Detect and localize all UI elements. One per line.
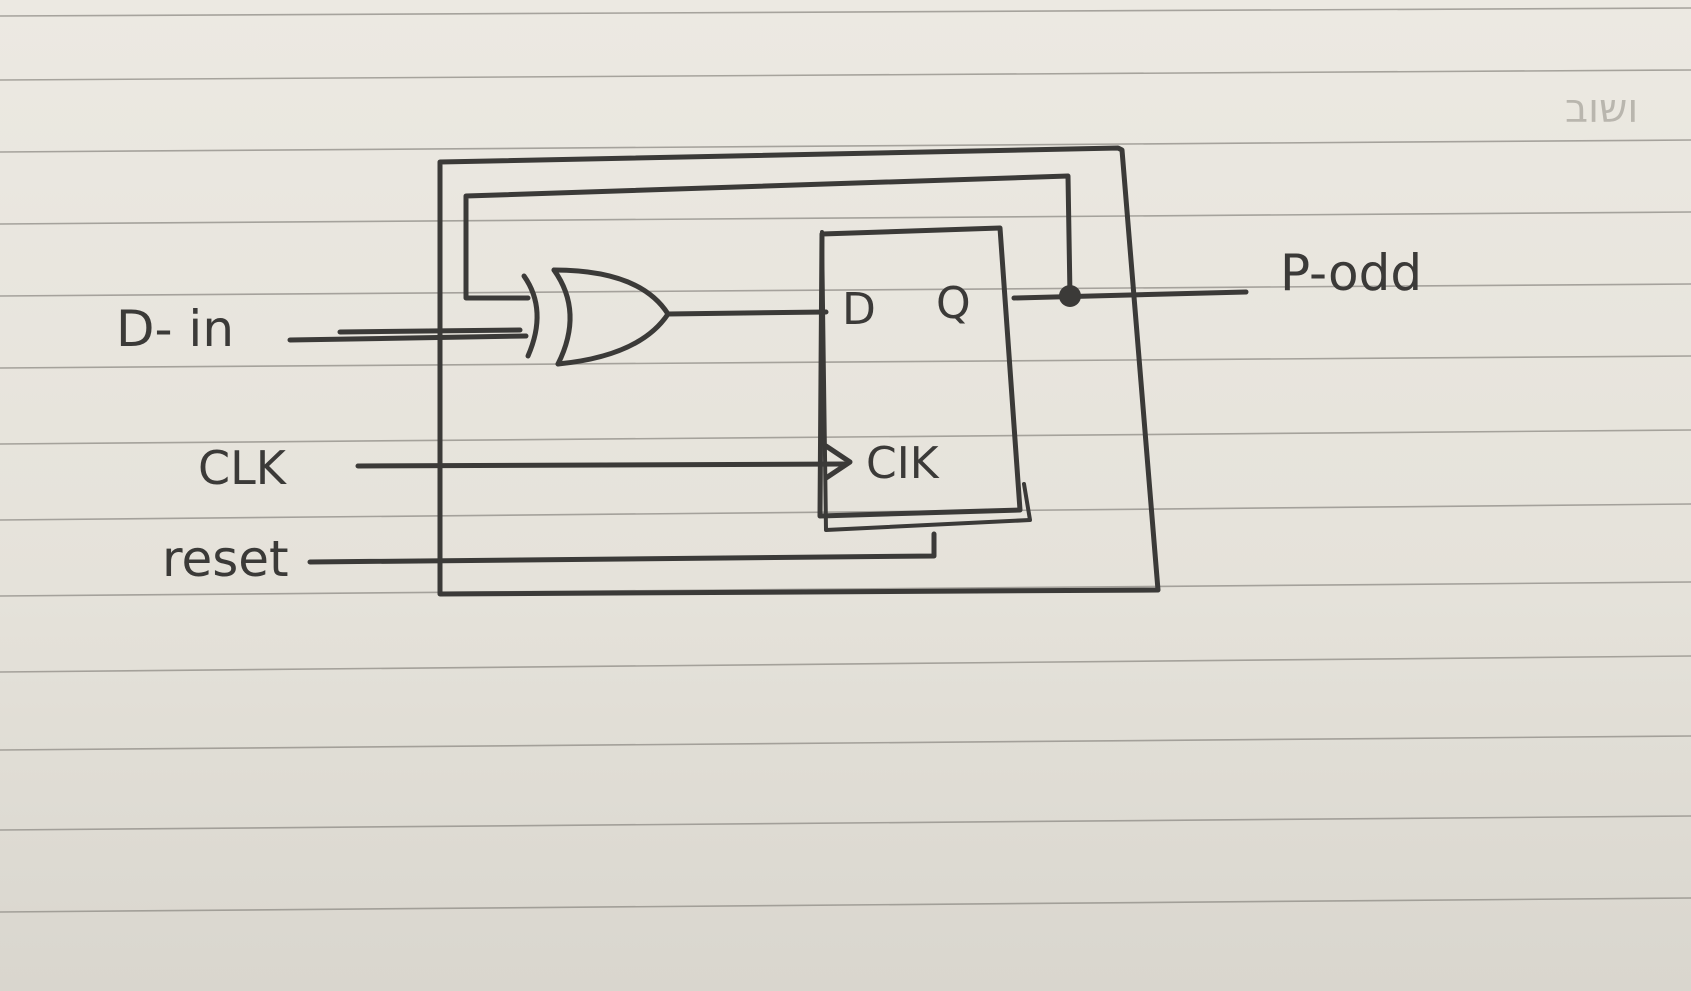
reset-wire [307, 531, 937, 565]
q-pin-label: Q [936, 278, 971, 329]
clk-label: CLK [198, 441, 288, 495]
ruled-lines [0, 7, 1691, 913]
d-flip-flop [817, 225, 1023, 519]
d-in-wire [287, 333, 529, 343]
module-outline [437, 145, 1161, 597]
q-output-wire [1011, 289, 1249, 301]
d-pin-label: D [842, 284, 876, 335]
d-in-wire-double [337, 327, 523, 335]
corner-mark: ושוב [1565, 86, 1638, 132]
reset-label: reset [162, 530, 289, 588]
xor-to-d-wire [665, 309, 829, 317]
clk-pin-label: CIK [866, 438, 940, 489]
d-in-label: D- in [116, 300, 234, 358]
junction-dot [1059, 285, 1081, 307]
clk-triangle [823, 443, 853, 481]
xor-gate [521, 267, 671, 367]
clk-wire [355, 461, 847, 469]
feedback-wire [463, 173, 1073, 301]
p-odd-label: P-odd [1280, 244, 1422, 302]
